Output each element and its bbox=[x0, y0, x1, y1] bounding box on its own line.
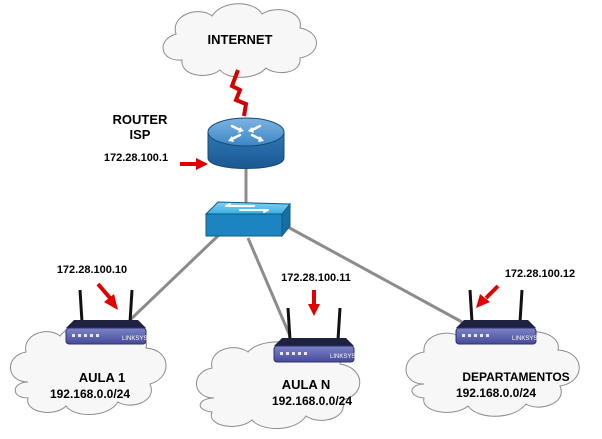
aulan-cloud bbox=[196, 341, 361, 430]
aula1-network-label: 192.168.0.0/24 bbox=[50, 387, 130, 401]
brand-label: LINKSYS bbox=[330, 354, 355, 360]
aula1-cloud bbox=[10, 324, 167, 416]
aulan-ip-label: 172.28.100.11 bbox=[281, 272, 351, 284]
brand-label: LINKSYS bbox=[122, 336, 147, 342]
departamentos-name-label: DEPARTAMENTOS bbox=[462, 370, 569, 384]
aulan-ip-arrow bbox=[308, 290, 320, 316]
aula1-name-label: AULA 1 bbox=[79, 370, 125, 385]
switch-aulan-link bbox=[246, 237, 292, 337]
network-switch-icon bbox=[204, 201, 292, 238]
router-isp-icon bbox=[207, 117, 285, 169]
router-ip-arrow bbox=[180, 158, 208, 170]
aulan-network-label: 192.168.0.0/24 bbox=[272, 394, 352, 408]
aula1-ip-label: 172.28.100.10 bbox=[57, 264, 127, 276]
switch-aula1-link bbox=[128, 230, 224, 322]
internet-label: INTERNET bbox=[208, 32, 273, 47]
router-ip-label: 172.28.100.1 bbox=[104, 152, 168, 164]
aula1-ip-arrow bbox=[96, 282, 118, 310]
wireless-router-icon: LINKSYS bbox=[65, 289, 147, 345]
router-label-line2: ISP bbox=[130, 127, 151, 142]
wireless-router-icon: LINKSYS bbox=[273, 307, 355, 363]
brand-label: LINKSYS bbox=[512, 336, 537, 342]
router-label-line1: ROUTER bbox=[113, 112, 169, 127]
departamentos-ip-arrow bbox=[476, 284, 500, 308]
wan-link bbox=[229, 69, 249, 117]
departamentos-cloud bbox=[405, 326, 580, 417]
wireless-router-icon: LINKSYS bbox=[455, 289, 537, 345]
switch-departamentos-link bbox=[285, 224, 463, 324]
departamentos-ip-label: 172.28.100.12 bbox=[505, 268, 575, 280]
aulan-name-label: AULA N bbox=[282, 377, 331, 392]
departamentos-network-label: 192.168.0.0/24 bbox=[456, 386, 536, 400]
